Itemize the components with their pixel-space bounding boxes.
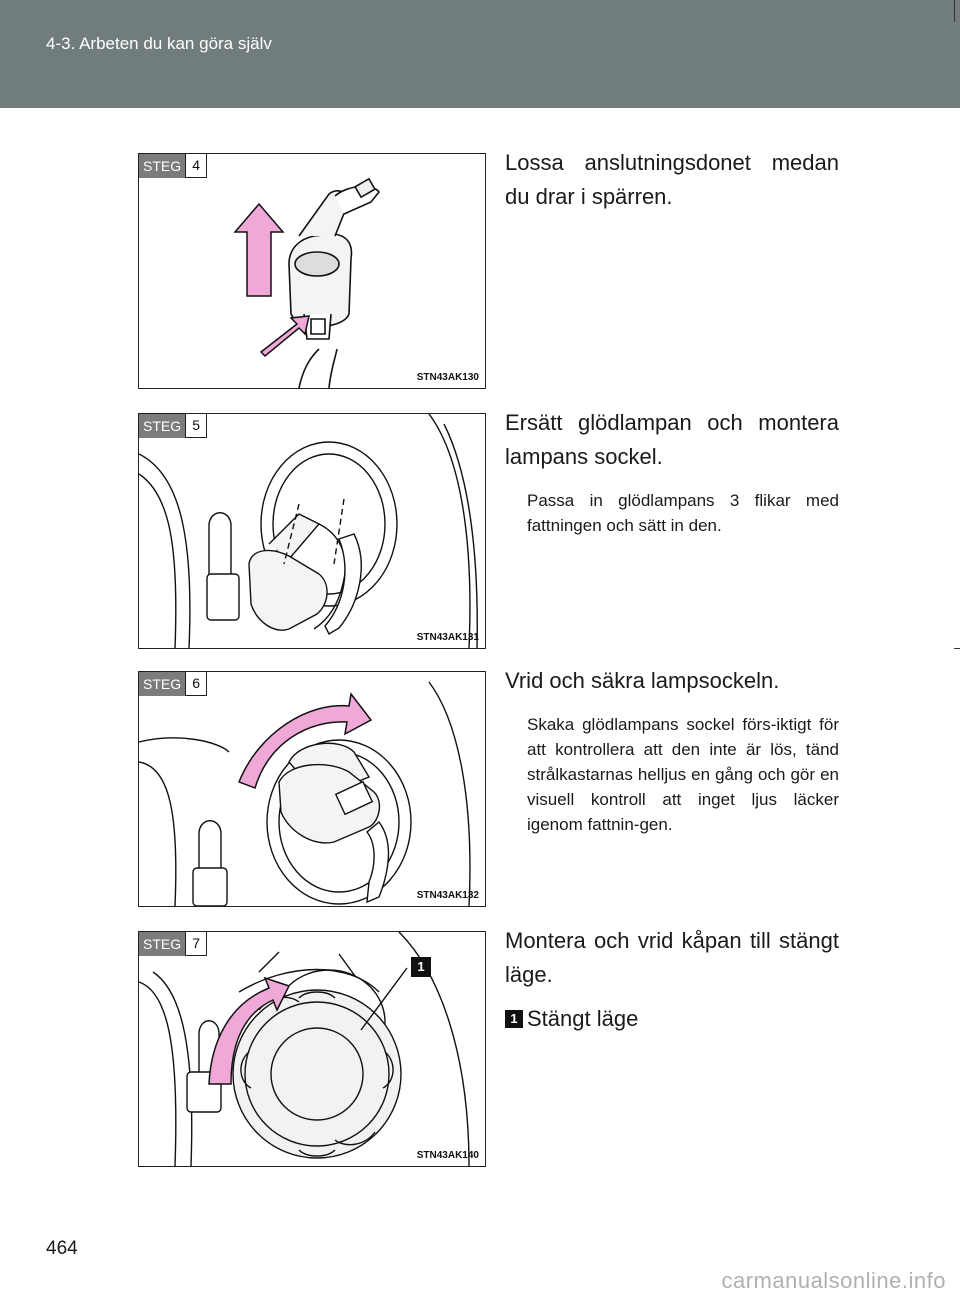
step-word: STEG [139,154,186,178]
watermark: carmanualsonline.info [721,1268,946,1293]
step-4-figure: STEG 4 STN43AK130 [138,153,486,389]
step-6-badge: STEG 6 [139,672,208,696]
section-title: 4-3. Arbeten du kan göra själv [46,34,272,53]
bulb-connector-illustration [233,177,380,388]
legend-row: 1 Stängt läge [505,1004,839,1034]
step-instruction: Ersätt glödlampan och montera lampans so… [505,410,839,469]
figure-code: STN43AK140 [416,1150,479,1161]
step-number: 6 [185,672,208,696]
step-instruction: Montera och vrid kåpan till stängt läge. [505,928,839,987]
callout-leader-line [360,967,408,1031]
page-number: 464 [46,1238,78,1259]
callout-marker: 1 [411,957,431,977]
install-arrow [208,976,291,1085]
cover-install-illustration [139,932,470,1166]
step-word: STEG [139,932,186,956]
step-7-figure: STEG 7 1 STN43AK140 [138,931,486,1167]
legend-label: Stängt läge [527,1006,639,1031]
step-6-figure: STEG 6 STN43AK132 [138,671,486,907]
step-5-text: Ersätt glödlampan och montera lampans so… [505,406,839,538]
step-note: Skaka glödlampans sockel förs-iktigt för… [527,715,839,834]
socket-twist-illustration [139,681,471,906]
step-number: 4 [185,154,208,178]
step-word: STEG [139,672,186,696]
legend-marker: 1 [505,1010,523,1028]
step-7-text: Montera och vrid kåpan till stängt läge.… [505,924,839,1034]
bulb-replace-illustration [139,414,478,648]
step-4-text: Lossa anslutningsdonet medan du drar i s… [505,146,839,214]
crop-mark-top [954,0,955,22]
crop-mark-middle [954,648,960,649]
step-6-text: Vrid och säkra lampsockeln. Skaka glödla… [505,664,839,837]
step-5-figure: STEG 5 STN43AK131 [138,413,486,649]
twist-arrow [238,692,373,789]
release-arrow [259,315,310,358]
pull-up-arrow [233,202,285,297]
figure-code: STN43AK130 [416,372,479,383]
step-number: 7 [185,932,208,956]
step-7-badge: STEG 7 [139,932,208,956]
step-5-badge: STEG 5 [139,414,208,438]
step-instruction: Lossa anslutningsdonet medan du drar i s… [505,150,839,209]
step-word: STEG [139,414,186,438]
figure-code: STN43AK132 [416,890,479,901]
step-4-badge: STEG 4 [139,154,208,178]
page-header: 4-3. Arbeten du kan göra själv [0,0,960,108]
step-note: Passa in glödlampans 3 flikar med fattni… [527,491,839,535]
step-instruction: Vrid och säkra lampsockeln. [505,668,780,693]
step-number: 5 [185,414,208,438]
figure-code: STN43AK131 [416,632,479,643]
